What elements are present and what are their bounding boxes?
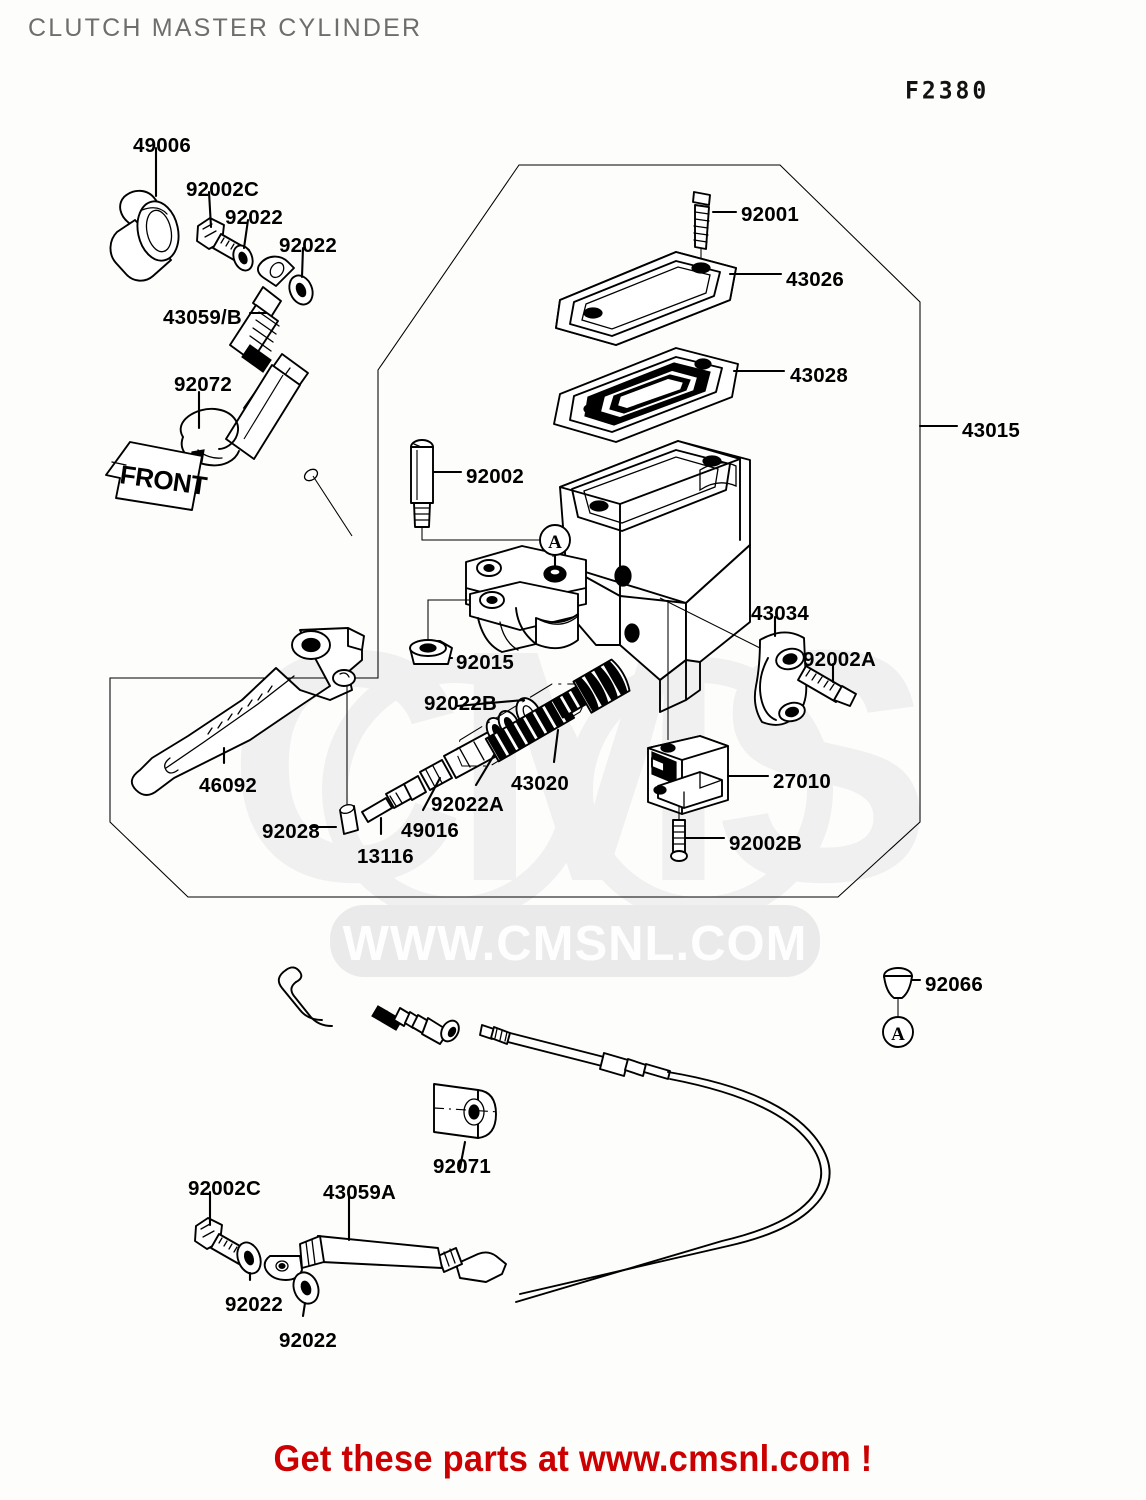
part-label-92002: 92002 xyxy=(466,465,525,488)
part-label-92002B: 92002B xyxy=(729,832,803,855)
part-92022-washer-lower-2 xyxy=(292,1271,320,1318)
part-label-92066: 92066 xyxy=(925,973,984,996)
part-49006-banjo-fitting xyxy=(109,146,180,282)
part-label-27010: 27010 xyxy=(773,770,832,793)
part-43026-reservoir-cap xyxy=(555,251,783,346)
part-92015-pivot-nut xyxy=(409,599,470,665)
reference-marker-a-lower: A xyxy=(882,1016,914,1048)
watermark-band-text: WWW.CMSNL.COM xyxy=(343,917,808,971)
part-92002A-clamp-bolt xyxy=(797,662,857,707)
part-43034-clamp-half xyxy=(659,597,808,726)
part-92001-cap-screw xyxy=(692,191,738,268)
part-label-92022-a: 92022 xyxy=(225,206,284,229)
part-label-43020: 43020 xyxy=(511,772,570,795)
part-label-92072: 92072 xyxy=(174,373,233,396)
part-label-92015: 92015 xyxy=(456,651,515,674)
assembly-boundary-outline xyxy=(109,164,921,898)
part-label-92001: 92001 xyxy=(741,203,800,226)
part-43020-piston-spring-kit xyxy=(455,658,631,767)
part-label-46092: 46092 xyxy=(199,774,258,797)
part-label-92028: 92028 xyxy=(262,820,321,843)
part-27010-clutch-switch xyxy=(647,600,770,815)
part-92066-plug xyxy=(883,967,922,1018)
part-43015-master-cylinder-body xyxy=(465,424,959,713)
front-direction-marker: FRONT xyxy=(105,441,209,511)
part-92022-washer-upper-1 xyxy=(232,218,254,272)
part-label-43026: 43026 xyxy=(786,268,845,291)
part-label-92002C: 92002C xyxy=(186,178,260,201)
part-46092-clutch-lever xyxy=(130,627,365,826)
part-label-43034: 43034 xyxy=(751,602,810,625)
part-92071-grommet xyxy=(433,1083,501,1170)
part-43059B-clutch-hose-upper xyxy=(225,255,353,537)
part-label-92022A: 92022A xyxy=(431,793,505,816)
part-label-92002C-2: 92002C xyxy=(188,1177,262,1200)
part-label-49016: 49016 xyxy=(401,819,460,842)
part-92022-washer-lower-1 xyxy=(236,1241,262,1282)
part-label-92022-d: 92022 xyxy=(279,1329,338,1352)
svg-text:A: A xyxy=(548,532,562,553)
part-label-13116: 13116 xyxy=(357,845,414,868)
part-label-92071: 92071 xyxy=(433,1155,492,1178)
page-title: CLUTCH MASTER CYLINDER xyxy=(28,14,423,42)
part-label-43059A: 43059A xyxy=(323,1181,397,1204)
part-43028-diaphragm xyxy=(553,347,786,443)
part-label-43059B: 43059/B xyxy=(163,306,242,329)
part-92022-washer-upper-2 xyxy=(288,246,314,306)
part-label-92022-b: 92022 xyxy=(279,234,338,257)
part-92002B-switch-screw xyxy=(670,806,726,862)
part-label-43015: 43015 xyxy=(962,419,1021,442)
part-label-49006: 49006 xyxy=(133,134,192,157)
part-43059A-clutch-hose-lower xyxy=(263,966,831,1303)
part-92002-pivot-bolt xyxy=(410,439,554,557)
part-label-92002A: 92002A xyxy=(803,648,877,671)
figure-code: F2380 xyxy=(905,77,990,105)
svg-text:A: A xyxy=(891,1024,905,1045)
part-92028-bushing xyxy=(308,804,359,835)
part-label-43028: 43028 xyxy=(790,364,849,387)
part-label-92022B: 92022B xyxy=(424,692,498,715)
reference-marker-a-upper: A xyxy=(539,524,571,583)
part-label-92022-c: 92022 xyxy=(225,1293,284,1316)
footer-cta-text: Get these parts at www.cmsnl.com ! xyxy=(273,1438,873,1479)
